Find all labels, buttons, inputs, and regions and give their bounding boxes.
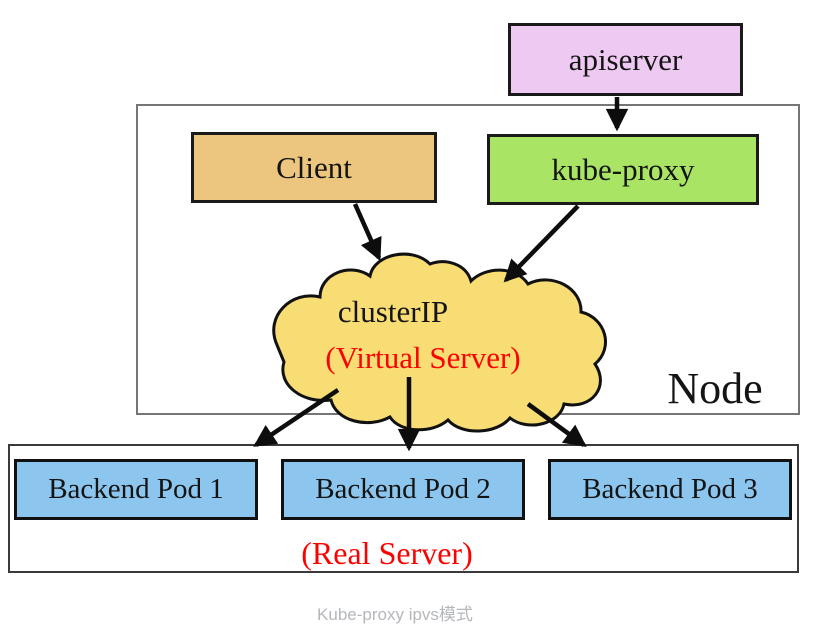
cluster-ip-label: clusterIP xyxy=(337,294,449,329)
backend-pod-1-box: Backend Pod 1 xyxy=(14,459,258,520)
virtual-server-label: (Virtual Server) xyxy=(325,340,521,375)
client-label: Client xyxy=(276,149,352,185)
real-server-label: (Real Server) xyxy=(301,535,473,571)
backend-pod-3-label: Backend Pod 3 xyxy=(582,473,758,505)
backend-pod-1-label: Backend Pod 1 xyxy=(48,473,224,505)
apiserver-box: apiserver xyxy=(508,23,743,96)
apiserver-label: apiserver xyxy=(568,41,683,77)
backend-pod-2-label: Backend Pod 2 xyxy=(315,473,491,505)
kube-proxy-label: kube-proxy xyxy=(551,151,695,187)
kube-proxy-box: kube-proxy xyxy=(487,134,759,205)
diagram-caption: Kube-proxy ipvs模式 xyxy=(317,605,473,624)
node-label: Node xyxy=(667,364,763,413)
client-box: Client xyxy=(191,132,437,203)
backend-pod-2-box: Backend Pod 2 xyxy=(281,459,525,520)
backend-pod-3-box: Backend Pod 3 xyxy=(548,459,792,520)
